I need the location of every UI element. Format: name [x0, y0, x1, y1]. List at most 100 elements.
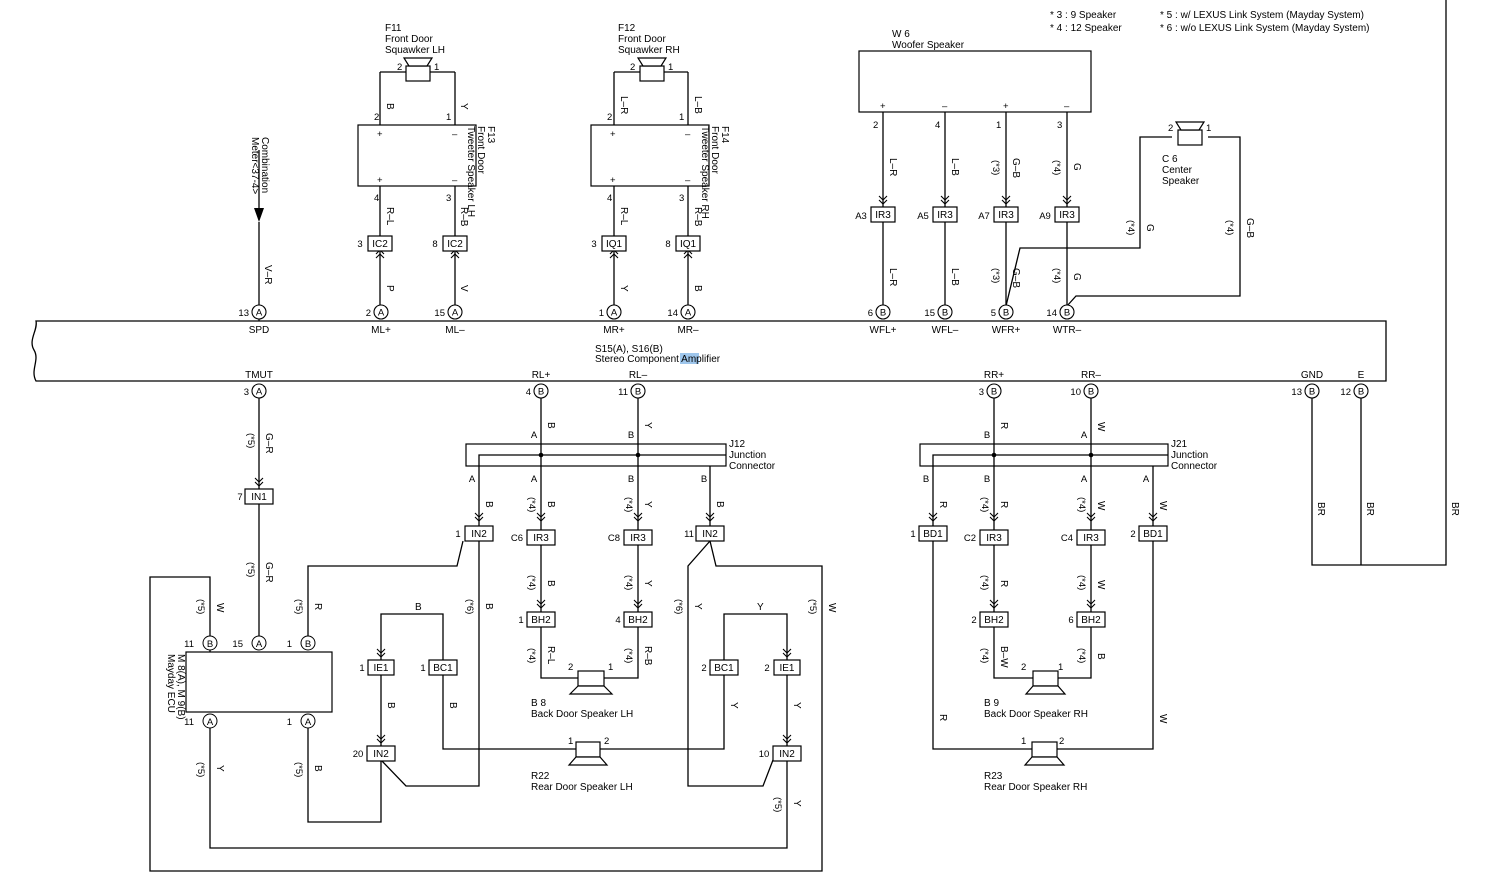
text-selection-highlight: [680, 353, 699, 364]
svg-text:G: G: [1071, 273, 1082, 281]
terminal-conn: B: [1358, 387, 1364, 398]
svg-text:P: P: [384, 285, 395, 292]
note-5: * 5 : w/ LEXUS Link System (Mayday Syste…: [1160, 10, 1364, 21]
terminal-conn: A: [611, 308, 618, 319]
arrow-down-icon: [254, 208, 264, 222]
svg-text:2: 2: [764, 663, 769, 674]
svg-text:15: 15: [232, 639, 243, 650]
terminal-pin: 3: [979, 387, 984, 398]
bottom-wire-labels: (*5) G–R (*5) G–R B Y B B Y B (*4) (*4) …: [195, 422, 1168, 812]
speaker-name: Woofer Speaker: [892, 40, 965, 51]
svg-text:IN1: IN1: [251, 492, 267, 503]
connector-ir3-c2: C2 IR3: [964, 529, 1009, 546]
note-3: * 3 : 9 Speaker: [1050, 10, 1117, 21]
svg-text:(*5): (*5): [245, 562, 256, 577]
svg-text:(*4): (*4): [979, 497, 990, 512]
svg-text:3: 3: [679, 193, 684, 204]
svg-text:20: 20: [353, 749, 364, 760]
svg-text:IR3: IR3: [986, 533, 1002, 544]
svg-text:R23: R23: [984, 771, 1003, 782]
speaker-b9-icon: [1032, 670, 1059, 687]
terminal-pin: 5: [991, 308, 996, 319]
combination-meter-label: Combination: [259, 137, 270, 193]
svg-text:BH2: BH2: [984, 615, 1004, 626]
svg-text:B: B: [384, 103, 395, 110]
svg-text:B: B: [385, 702, 396, 709]
svg-text:Rear Door Speaker LH: Rear Door Speaker LH: [531, 782, 633, 793]
svg-text:1: 1: [996, 120, 1001, 131]
svg-text:B: B: [312, 765, 323, 772]
svg-text:1: 1: [287, 639, 292, 650]
svg-text:Y: Y: [642, 501, 653, 508]
speaker-id: W 6: [892, 29, 910, 40]
terminal-pin: 13: [1291, 387, 1302, 398]
svg-text:1: 1: [287, 717, 292, 728]
svg-text:BR: BR: [1449, 502, 1460, 516]
terminal-conn: B: [538, 387, 544, 398]
svg-text:L–B: L–B: [949, 158, 960, 176]
svg-text:C8: C8: [608, 533, 620, 544]
speaker-r22-icon: [575, 741, 601, 758]
speaker-name: Squawker RH: [618, 45, 680, 56]
terminal-label: MR–: [677, 325, 699, 336]
speaker-id: F14: [719, 126, 730, 144]
svg-text:+: +: [610, 129, 616, 140]
svg-text:C2: C2: [964, 533, 976, 544]
svg-text:3: 3: [1057, 120, 1062, 131]
svg-text:1: 1: [518, 615, 523, 626]
speaker-icon: [405, 65, 431, 82]
svg-text:(*5): (*5): [293, 762, 304, 777]
svg-text:1: 1: [420, 663, 425, 674]
svg-text:R: R: [937, 501, 948, 508]
svg-text:11: 11: [184, 717, 194, 728]
svg-text:B: B: [984, 430, 990, 441]
svg-text:(*4): (*4): [1224, 220, 1235, 235]
svg-text:A: A: [207, 717, 214, 728]
svg-text:4: 4: [374, 193, 379, 204]
svg-text:R–L: R–L: [545, 646, 556, 665]
svg-text:2: 2: [630, 62, 635, 73]
svg-text:R: R: [937, 714, 948, 721]
svg-text:IC2: IC2: [372, 239, 388, 250]
terminal-conn: A: [256, 387, 263, 398]
svg-text:(*4): (*4): [1051, 160, 1062, 175]
terminal-label: RL+: [532, 370, 551, 381]
ecu-terminals: B11 A15 B1 A11 A1 M 8(A), M 9(B) Mayday …: [165, 635, 316, 729]
svg-text:V–R: V–R: [262, 265, 273, 284]
svg-text:G–R: G–R: [263, 562, 274, 583]
svg-text:1: 1: [1021, 736, 1026, 747]
amplifier-top-terminals: A13SPDA2ML+A15ML–A1MR+A14MR–B6WFL+B15WFL…: [238, 304, 1082, 336]
svg-text:1: 1: [446, 112, 451, 123]
top-wires: [254, 0, 1447, 566]
terminal-conn: B: [942, 308, 948, 319]
svg-text:C4: C4: [1061, 533, 1073, 544]
speaker-cone-icon: [402, 57, 434, 67]
svg-text:A: A: [305, 717, 312, 728]
svg-text:G–B: G–B: [1010, 158, 1021, 178]
svg-text:A5: A5: [917, 211, 929, 222]
terminal-conn: B: [635, 387, 641, 398]
svg-text:2: 2: [971, 615, 976, 626]
svg-text:2: 2: [374, 112, 379, 123]
speaker-name: Front Door: [709, 126, 720, 174]
svg-text:+: +: [880, 101, 886, 112]
terminal-label: WFR+: [992, 325, 1021, 336]
svg-text:B: B: [545, 580, 556, 587]
amplifier-name-overlay: Stereo Component Amplifier: [595, 354, 721, 365]
